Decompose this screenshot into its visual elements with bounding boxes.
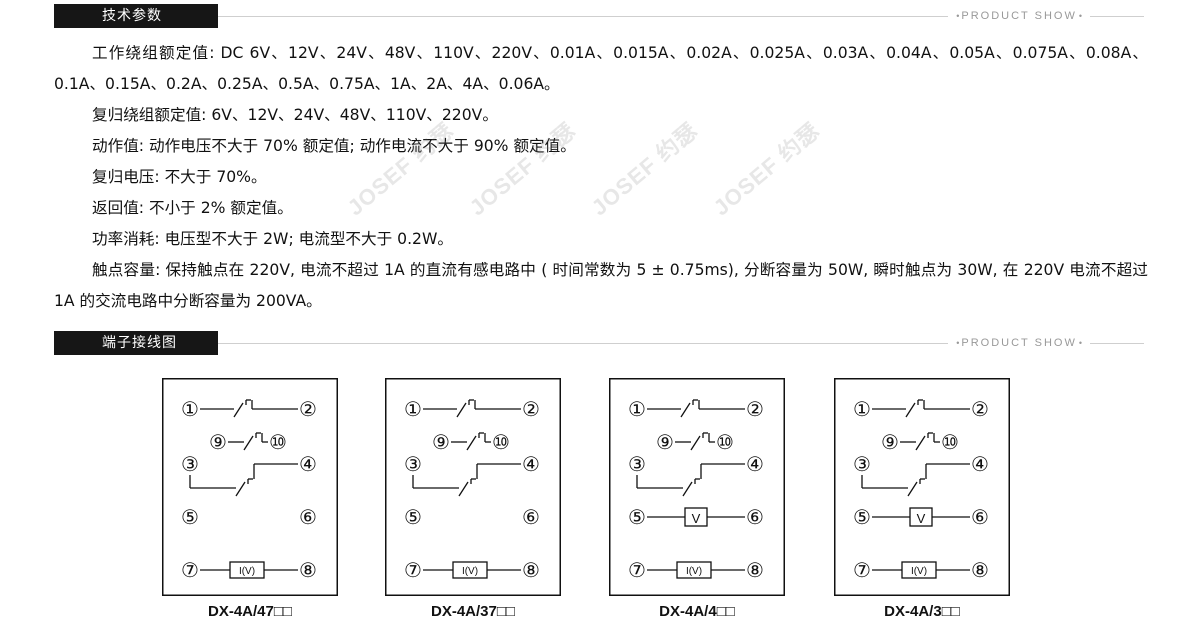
terminal-number: ③ [404,452,422,476]
model-label: DX-4A/47□□ [208,603,292,620]
section-tag-text: PRODUCT SHOW [961,337,1077,349]
wire [243,435,254,451]
section-tag: •PRODUCT SHOW• [948,8,1090,24]
terminal-number: ⑩ [941,430,959,454]
section-tag: •PRODUCT SHOW• [948,335,1090,351]
terminal-number: ⑥ [746,505,764,529]
diagram-border [834,378,1010,596]
terminal-number: ③ [181,452,199,476]
wire [233,402,244,418]
terminal-number: ⑦ [628,558,646,582]
param-operating-value: 动作值: 动作电压不大于 70% 额定值; 动作电流不大于 90% 额定值。 [92,137,576,155]
terminal-number: ⑨ [432,430,450,454]
terminal-number: ② [746,397,764,421]
terminal-number: ⑨ [881,430,899,454]
terminal-number: ⑥ [971,505,989,529]
param-power-consumption: 功率消耗: 电压型不大于 2W; 电流型不大于 0.2W。 [92,230,453,248]
terminal-number: ⑨ [656,430,674,454]
terminal-number: ① [853,397,871,421]
wire [905,402,916,418]
terminal-number: ④ [746,452,764,476]
terminal-number: ③ [628,452,646,476]
wiring-diagram: ① ② ⑨ ⑩ ③ ④ ⑤ ⑥ V ⑦ ⑧ I(V) [609,378,785,596]
wiring-diagram: ① ② ⑨ ⑩ ③ ④ ⑤ ⑥ V ⑦ ⑧ I(V) [834,378,1010,596]
current-coil-label: I(V) [911,566,927,577]
diagram-border [162,378,338,596]
param-reset-voltage: 复归电压: 不大于 70%。 [92,168,267,186]
terminal-number: ③ [853,452,871,476]
model-label: DX-4A/3□□ [884,603,960,620]
terminal-number: ⑥ [522,505,540,529]
wire [907,481,918,497]
wire [456,402,467,418]
param-working-winding: 工作绕组额定值: DC 6V、12V、24V、48V、110V、220V、0.0… [54,44,1148,93]
dot-icon: • [1078,338,1082,348]
terminal-number: ⑩ [492,430,510,454]
dot-icon: • [1078,11,1082,21]
section-divider [218,343,1144,344]
current-coil-label: I(V) [686,566,702,577]
wire [466,435,477,451]
terminal-number: ⑥ [299,505,317,529]
terminal-number: ⑩ [269,430,287,454]
terminal-number: ① [404,397,422,421]
section-divider [218,16,1144,17]
wire [682,481,693,497]
section-header-params: 技术参数 •PRODUCT SHOW• [54,4,1144,28]
diagram-border [385,378,561,596]
terminal-number: ⑨ [209,430,227,454]
terminal-number: ⑧ [971,558,989,582]
terminal-number: ② [971,397,989,421]
wire [235,481,246,497]
terminal-number: ④ [299,452,317,476]
terminal-number: ④ [522,452,540,476]
wire [458,481,469,497]
wiring-diagram: ① ② ⑨ ⑩ ③ ④ ⑤ ⑥ ⑦ ⑧ I(V) [162,378,338,596]
terminal-number: ⑩ [716,430,734,454]
section-title: 端子接线图 [54,331,218,355]
param-reset-winding: 复归绕组额定值: 6V、12V、24V、48V、110V、220V。 [92,106,498,124]
model-label: DX-4A/4□□ [659,603,735,620]
terminal-number: ⑧ [522,558,540,582]
dot-icon: • [956,11,960,21]
terminal-number: ⑤ [404,505,422,529]
wiring-diagram: ① ② ⑨ ⑩ ③ ④ ⑤ ⑥ ⑦ ⑧ I(V) [385,378,561,596]
terminal-number: ⑤ [181,505,199,529]
terminal-number: ④ [971,452,989,476]
terminal-number: ② [522,397,540,421]
technical-parameters: 工作绕组额定值: DC 6V、12V、24V、48V、110V、220V、0.0… [54,38,1148,317]
voltage-coil-label: V [917,511,926,526]
terminal-number: ⑧ [299,558,317,582]
terminal-number: ⑦ [404,558,422,582]
wire [690,435,701,451]
terminal-number: ① [628,397,646,421]
terminal-number: ⑤ [853,505,871,529]
section-tag-text: PRODUCT SHOW [961,10,1077,22]
param-return-value: 返回值: 不小于 2% 额定值。 [92,199,293,217]
wire [915,435,926,451]
terminal-number: ⑦ [853,558,871,582]
terminal-number: ① [181,397,199,421]
dot-icon: • [956,338,960,348]
terminal-number: ⑦ [181,558,199,582]
param-contact-capacity: 触点容量: 保持触点在 220V, 电流不超过 1A 的直流有感电路中 ( 时间… [54,261,1148,310]
wire [680,402,691,418]
current-coil-label: I(V) [239,566,255,577]
terminal-number: ⑧ [746,558,764,582]
section-title: 技术参数 [54,4,218,28]
terminal-number: ② [299,397,317,421]
voltage-coil-label: V [692,511,701,526]
terminal-number: ⑤ [628,505,646,529]
section-header-terminals: 端子接线图 •PRODUCT SHOW• [54,331,1144,355]
current-coil-label: I(V) [462,566,478,577]
diagram-border [609,378,785,596]
model-label: DX-4A/37□□ [431,603,515,620]
